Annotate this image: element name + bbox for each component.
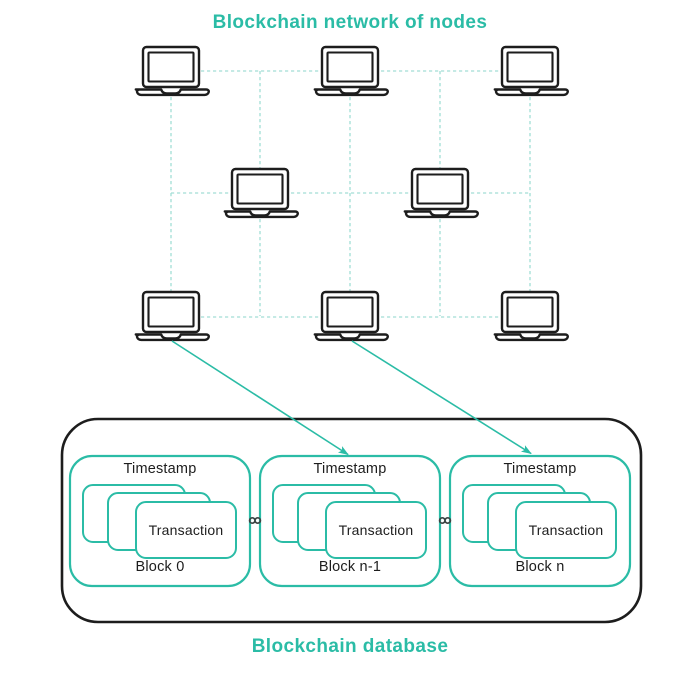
transaction-label: Transaction	[338, 522, 414, 538]
laptop-icon	[493, 290, 569, 342]
block-timestamp-label: Timestamp	[313, 461, 387, 477]
laptop-icon	[493, 45, 569, 97]
laptop-icon	[313, 290, 389, 342]
block-name-label: Block n	[515, 559, 565, 575]
transaction-card	[135, 501, 237, 559]
transaction-card	[325, 501, 427, 559]
network-connections	[170, 70, 531, 318]
node-to-block-arrow	[171, 340, 349, 456]
block-n-1	[258, 454, 442, 588]
transaction-label: Transaction	[148, 522, 224, 538]
node-to-block-arrow	[351, 340, 532, 455]
laptop-icon	[134, 45, 210, 97]
block-name-label: Block n-1	[318, 559, 382, 575]
block-0	[68, 454, 252, 588]
transaction-stack	[82, 484, 237, 559]
block-timestamp-label: Timestamp	[503, 461, 577, 477]
chain-link-icon	[248, 516, 262, 525]
database-title: Blockchain database	[251, 636, 449, 657]
laptop-icon	[313, 45, 389, 97]
laptop-icon	[403, 167, 479, 219]
transaction-label: Transaction	[528, 522, 604, 538]
transaction-card	[515, 501, 617, 559]
network-title: Blockchain network of nodes	[212, 12, 488, 33]
transaction-stack	[272, 484, 427, 559]
laptop-icon	[223, 167, 299, 219]
block-n	[448, 454, 632, 588]
chain-link-icon	[438, 516, 452, 525]
block-name-label: Block 0	[135, 559, 185, 575]
transaction-stack	[462, 484, 617, 559]
block-timestamp-label: Timestamp	[123, 461, 197, 477]
laptop-icon	[134, 290, 210, 342]
